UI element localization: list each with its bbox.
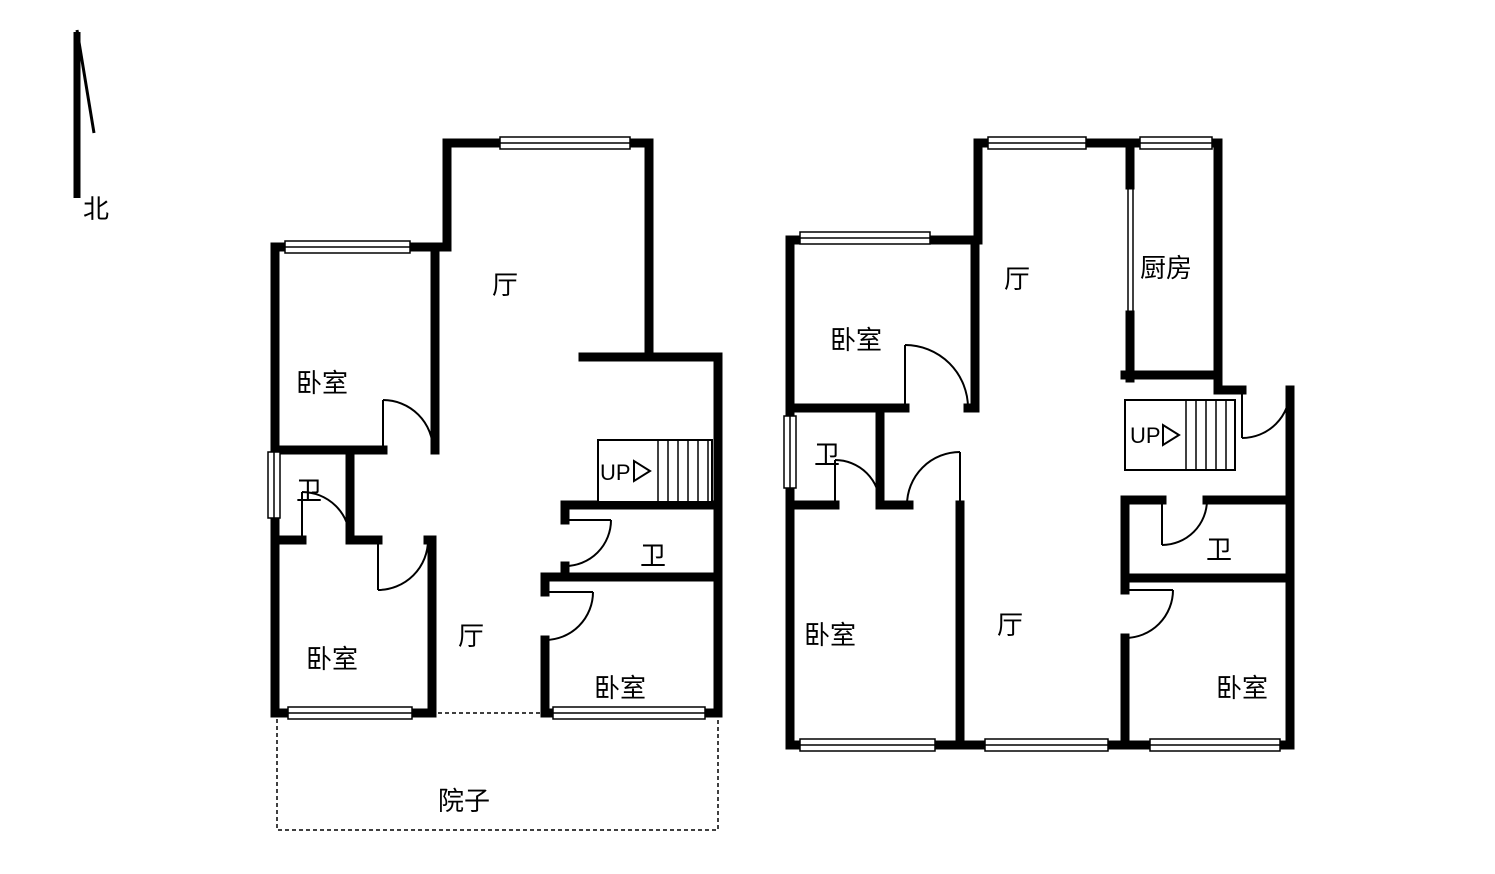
room-label-bedroom-lower-right: 卧室 (1216, 673, 1268, 703)
door-swing (382, 399, 434, 451)
right-plan-doors (834, 344, 1291, 639)
door-swing (377, 539, 429, 591)
courtyard (276, 712, 719, 831)
room-label-bedroom-upper-left: 卧室 (830, 325, 882, 355)
room-label-hall-lower: 厅 (997, 610, 1023, 640)
room-label-hall-lower: 厅 (458, 621, 484, 651)
stairs-direction-icon (1162, 423, 1181, 447)
room-label-bath-right: 卫 (1206, 535, 1232, 565)
room-label-hall-upper: 厅 (1004, 264, 1030, 294)
door-swing (301, 491, 351, 541)
north-arrow: 北 (73, 29, 109, 224)
room-label-bedroom-lower-left: 卧室 (306, 644, 358, 674)
left-plan-doors (301, 399, 612, 641)
room-label-bath-right: 卫 (640, 541, 666, 571)
room-label-bath-left: 卫 (814, 440, 840, 470)
courtyard-boundary (276, 712, 719, 831)
left-plan-labels: 厅 卧室 卫 卧室 厅 卫 卧室 院子 (296, 270, 666, 816)
door-swing (834, 459, 881, 506)
right-plan-stairs: UP (1124, 399, 1236, 471)
left-plan-stairs: UP (597, 439, 713, 503)
stairs-direction-icon (633, 459, 652, 483)
room-label-bedroom-lower-left: 卧室 (804, 620, 856, 650)
door-swing (904, 344, 969, 409)
right-plan-walls (785, 138, 1295, 750)
room-label-kitchen: 厨房 (1140, 253, 1192, 283)
room-label-bath-left: 卫 (296, 476, 322, 506)
right-plan-labels: 卧室 厅 厨房 卫 卧室 厅 卫 卧室 (804, 253, 1268, 703)
room-label-courtyard: 院子 (438, 786, 490, 816)
north-label: 北 (83, 194, 109, 224)
stairs-up-label: UP (1130, 423, 1161, 448)
door-swing (906, 451, 961, 506)
left-plan-windows (267, 136, 706, 720)
room-label-hall-upper: 厅 (492, 270, 518, 300)
door-swing (1241, 389, 1291, 439)
left-plan-walls (270, 138, 723, 718)
door-swing (564, 519, 612, 567)
right-plan-windows (783, 136, 1281, 752)
door-swing (544, 591, 594, 641)
room-label-bedroom-upper-left: 卧室 (296, 368, 348, 398)
stairs-up-label: UP (600, 460, 631, 485)
room-label-bedroom-lower-right: 卧室 (594, 673, 646, 703)
door-swing (1161, 499, 1208, 546)
door-swing (1124, 589, 1174, 639)
